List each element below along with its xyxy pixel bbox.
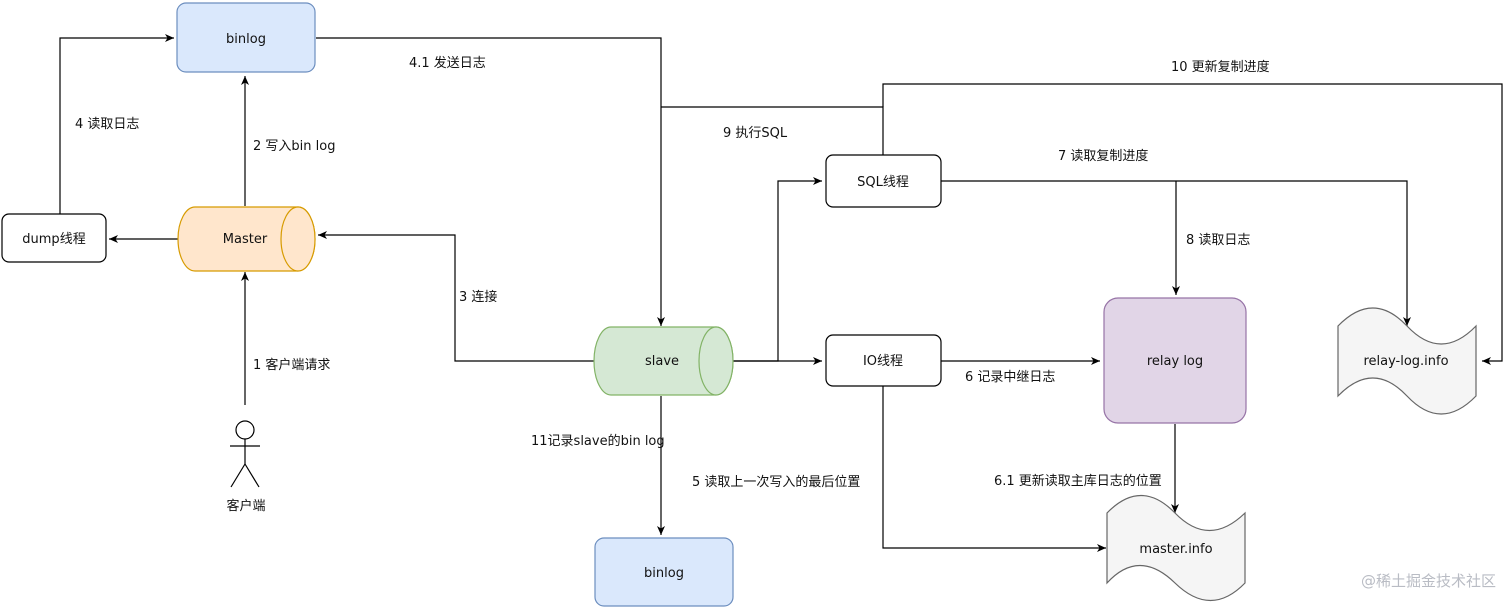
master-node: Master — [177, 206, 316, 272]
label-read-last-position: 5 读取上一次写入的最后位置 — [692, 474, 860, 490]
label-write-binlog: 2 写入bin log — [253, 139, 335, 154]
master-info-node: master.info — [1106, 494, 1246, 602]
slave-node: slave — [593, 326, 734, 396]
binlog-slave-label: binlog — [644, 566, 684, 581]
slave-label: slave — [645, 354, 679, 369]
edge-sql-update-progress — [882, 83, 1503, 365]
label-record-relay-log: 6 记录中继日志 — [965, 370, 1055, 385]
relay-log-info-node: relay-log.info — [1337, 307, 1477, 415]
binlog-master-label: binlog — [226, 32, 266, 47]
relay-log-node: relay log — [1103, 297, 1247, 424]
sql-thread-node: SQL线程 — [825, 154, 942, 208]
master-info-label: master.info — [1139, 542, 1212, 557]
edge-sql-read-progress — [941, 180, 1411, 326]
watermark-text: @稀土掘金技术社区 — [1361, 572, 1496, 590]
label-record-slave-binlog: 11记录slave的bin log — [531, 433, 665, 449]
label-execute-sql: 9 执行SQL — [723, 126, 788, 141]
relay-log-info-label: relay-log.info — [1363, 354, 1448, 369]
label-read-relay-log: 8 读取日志 — [1186, 233, 1250, 248]
io-thread-label: IO线程 — [863, 354, 903, 369]
edge-binlog-to-slave — [316, 37, 665, 326]
binlog-master-node: binlog — [176, 2, 316, 73]
label-send-log: 4.1 发送日志 — [409, 55, 486, 71]
label-connect: 3 连接 — [459, 289, 497, 305]
label-read-replication-progress: 7 读取复制进度 — [1058, 148, 1148, 164]
relay-log-label: relay log — [1147, 354, 1203, 369]
edge-slave-to-sql — [733, 177, 822, 362]
sql-thread-label: SQL线程 — [857, 175, 909, 190]
binlog-slave-node: binlog — [594, 537, 734, 607]
edge-dump-to-binlog — [59, 34, 174, 214]
dump-thread-label: dump线程 — [22, 232, 85, 247]
io-thread-node: IO线程 — [825, 334, 942, 387]
master-label: Master — [223, 232, 268, 247]
client-label: 客户端 — [226, 498, 265, 514]
label-update-master-position: 6.1 更新读取主库日志的位置 — [994, 473, 1162, 489]
client-actor: 客户端 — [226, 420, 266, 514]
label-client-request: 1 客户端请求 — [253, 357, 330, 373]
edge-slave-to-master — [318, 231, 596, 362]
edge-io-to-masterinfo — [882, 386, 1106, 552]
dump-thread-node: dump线程 — [1, 213, 107, 263]
label-update-replication-progress: 10 更新复制进度 — [1171, 59, 1270, 75]
label-read-log: 4 读取日志 — [75, 117, 139, 132]
